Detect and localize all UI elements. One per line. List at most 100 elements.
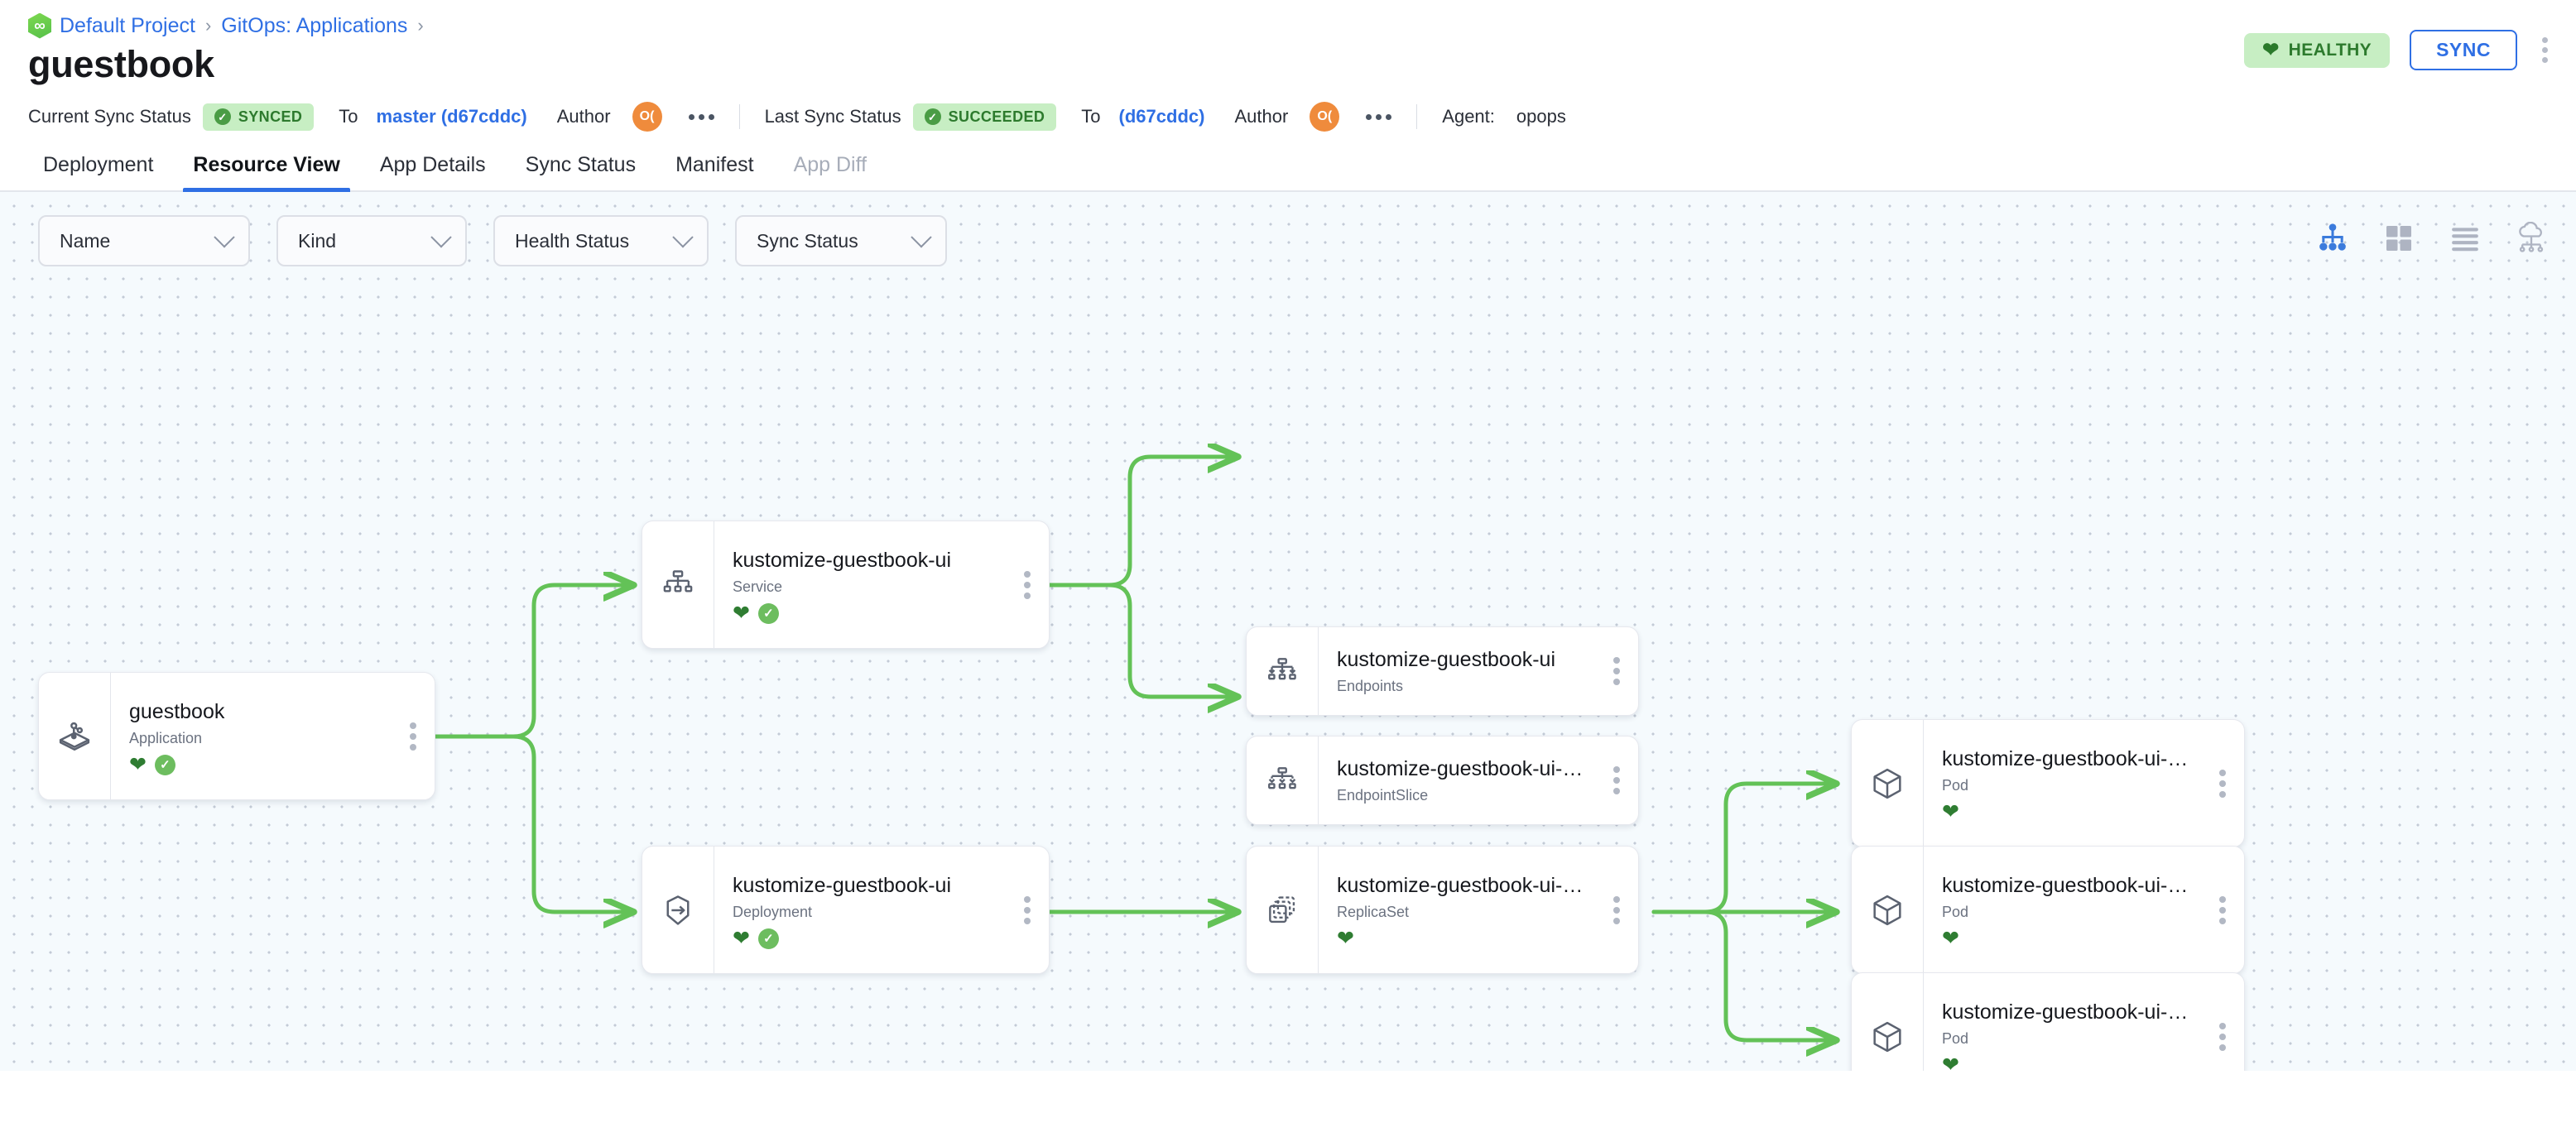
node-overflow-menu-icon[interactable] bbox=[1006, 521, 1049, 648]
current-author-avatar[interactable]: O( bbox=[632, 102, 662, 132]
network-view-icon[interactable] bbox=[2513, 220, 2550, 257]
current-sync-status-badge: ✓ SYNCED bbox=[202, 103, 315, 131]
breadcrumb-item-default-project[interactable]: Default Project bbox=[60, 13, 195, 37]
pod-icon bbox=[1852, 973, 1923, 1071]
application-icon bbox=[39, 673, 110, 799]
graph-node-replicaset[interactable]: kustomize-guestbook-ui-… ReplicaSet ❤ bbox=[1246, 846, 1639, 974]
tab-app-details[interactable]: App Details bbox=[379, 153, 486, 176]
node-name: kustomize-guestbook-ui bbox=[733, 548, 952, 572]
node-kind: Pod bbox=[1942, 903, 1969, 920]
status-strip: Current Sync Status ✓ SYNCED To master (… bbox=[0, 93, 2576, 141]
agent-group: Agent: opops bbox=[1442, 106, 1566, 127]
node-body: kustomize-guestbook-ui Deployment ❤ ✓ bbox=[714, 847, 1006, 973]
node-body: kustomize-guestbook-ui-… ReplicaSet ❤ bbox=[1318, 847, 1595, 973]
tab-deployment[interactable]: Deployment bbox=[43, 153, 154, 176]
node-body: kustomize-guestbook-ui-… Pod ❤ bbox=[1923, 847, 2201, 973]
last-sync-status-badge: ✓ SUCCEEDED bbox=[912, 103, 1057, 131]
node-overflow-menu-icon[interactable] bbox=[1595, 847, 1638, 973]
graph-node-pod-2[interactable]: kustomize-guestbook-ui-… Pod ❤ bbox=[1851, 846, 2245, 974]
node-overflow-menu-icon[interactable] bbox=[1006, 847, 1049, 973]
sync-button[interactable]: SYNC bbox=[2410, 30, 2517, 70]
sync-check-icon: ✓ bbox=[757, 928, 779, 949]
filter-sync-status-label: Sync Status bbox=[757, 229, 858, 252]
agent-label: Agent: bbox=[1442, 106, 1495, 127]
graph-node-pod-1[interactable]: kustomize-guestbook-ui-… Pod ❤ bbox=[1851, 719, 2245, 847]
current-revision-link[interactable]: master (d67cddc) bbox=[376, 106, 527, 127]
chevron-down-icon-2 bbox=[430, 227, 452, 248]
node-badges: ❤ ✓ bbox=[129, 754, 392, 775]
pod-icon bbox=[1852, 720, 1923, 847]
breadcrumb: ∞ Default Project › GitOps: Applications… bbox=[28, 0, 2548, 39]
last-revision-link[interactable]: (d67cddc) bbox=[1118, 106, 1205, 127]
node-overflow-menu-icon[interactable] bbox=[2201, 847, 2244, 973]
filter-name-select[interactable]: Name bbox=[38, 215, 250, 266]
node-badges: ❤ ✓ bbox=[733, 928, 1006, 949]
node-name: kustomize-guestbook-ui-… bbox=[1942, 746, 2189, 770]
health-heart-icon: ❤ bbox=[1942, 799, 1959, 823]
filter-kind-select[interactable]: Kind bbox=[276, 215, 467, 266]
node-body: kustomize-guestbook-ui Service ❤ ✓ bbox=[714, 521, 1006, 648]
tab-app-diff: App Diff bbox=[793, 153, 867, 176]
node-name: kustomize-guestbook-ui-… bbox=[1337, 873, 1584, 897]
tab-resource-view[interactable]: Resource View bbox=[173, 153, 359, 192]
graph-node-service[interactable]: kustomize-guestbook-ui Service ❤ ✓ bbox=[642, 521, 1050, 649]
replicaset-icon bbox=[1247, 847, 1318, 973]
status-divider bbox=[738, 104, 740, 129]
current-sync-overflow-menu-icon[interactable] bbox=[688, 113, 714, 120]
graph-node-endpointslice[interactable]: kustomize-guestbook-ui-… EndpointSlice bbox=[1246, 736, 1639, 825]
tab-sync-status[interactable]: Sync Status bbox=[525, 153, 637, 176]
grid-view-icon[interactable] bbox=[2381, 220, 2417, 257]
heart-icon: ❤ bbox=[2262, 38, 2280, 61]
graph-node-pod-3[interactable]: kustomize-guestbook-ui-… Pod ❤ bbox=[1851, 972, 2245, 1071]
node-body: kustomize-guestbook-ui Endpoints bbox=[1318, 627, 1595, 715]
graph-node-application[interactable]: guestbook Application ❤ ✓ bbox=[38, 672, 435, 800]
breadcrumb-separator-icon-2: › bbox=[417, 15, 424, 36]
status-badge-healthy: ❤ HEALTHY bbox=[2244, 32, 2391, 68]
node-name: kustomize-guestbook-ui-… bbox=[1942, 1000, 2189, 1024]
last-sync-overflow-menu-icon[interactable] bbox=[1366, 113, 1392, 120]
resource-graph-canvas[interactable]: Name Kind Health Status Sync Status bbox=[0, 192, 2576, 1071]
filter-name-label: Name bbox=[60, 229, 111, 252]
node-name: guestbook bbox=[129, 699, 225, 723]
breadcrumb-item-gitops-applications[interactable]: GitOps: Applications bbox=[221, 13, 408, 37]
node-kind: Application bbox=[129, 729, 203, 746]
node-kind: Deployment bbox=[733, 903, 813, 920]
health-heart-icon: ❤ bbox=[129, 752, 147, 776]
node-overflow-menu-icon[interactable] bbox=[1595, 736, 1638, 824]
graph-node-endpoints[interactable]: kustomize-guestbook-ui Endpoints bbox=[1246, 626, 1639, 716]
node-overflow-menu-icon[interactable] bbox=[2201, 720, 2244, 847]
view-toggle-group bbox=[2314, 220, 2550, 257]
health-heart-icon: ❤ bbox=[733, 926, 750, 950]
header-actions: ❤ HEALTHY SYNC bbox=[2244, 30, 2553, 70]
sync-check-icon: ✓ bbox=[757, 602, 779, 624]
node-body: kustomize-guestbook-ui-… EndpointSlice bbox=[1318, 736, 1595, 824]
endpoints-icon bbox=[1247, 627, 1318, 715]
node-overflow-menu-icon[interactable] bbox=[1595, 627, 1638, 715]
tab-bar: Deployment Resource View App Details Syn… bbox=[0, 141, 2576, 192]
breadcrumb-separator-icon: › bbox=[204, 15, 212, 36]
last-to-label: To bbox=[1081, 106, 1101, 127]
last-author-label: Author bbox=[1234, 106, 1289, 127]
check-circle-icon: ✓ bbox=[214, 108, 231, 125]
filter-row: Name Kind Health Status Sync Status bbox=[38, 215, 947, 266]
page-title: guestbook bbox=[28, 43, 214, 85]
tree-view-icon[interactable] bbox=[2314, 220, 2351, 257]
filter-health-status-select[interactable]: Health Status bbox=[493, 215, 709, 266]
list-view-icon[interactable] bbox=[2447, 220, 2483, 257]
node-name: kustomize-guestbook-ui bbox=[1337, 647, 1556, 671]
pod-icon bbox=[1852, 847, 1923, 973]
node-kind: ReplicaSet bbox=[1337, 903, 1410, 920]
filter-sync-status-select[interactable]: Sync Status bbox=[735, 215, 947, 266]
filter-health-status-label: Health Status bbox=[515, 229, 630, 252]
node-badges: ❤ ✓ bbox=[733, 602, 1006, 624]
health-heart-icon: ❤ bbox=[1942, 926, 1959, 950]
node-overflow-menu-icon[interactable] bbox=[2201, 973, 2244, 1071]
tab-manifest[interactable]: Manifest bbox=[675, 153, 754, 176]
last-sync-status-group: Last Sync Status ✓ SUCCEEDED To (d67cddc… bbox=[765, 102, 1392, 132]
header-overflow-menu-icon[interactable] bbox=[2537, 34, 2553, 66]
graph-node-deployment[interactable]: kustomize-guestbook-ui Deployment ❤ ✓ bbox=[642, 846, 1050, 974]
node-badges: ❤ bbox=[1942, 1054, 2201, 1071]
node-overflow-menu-icon[interactable] bbox=[392, 673, 435, 799]
current-sync-status-group: Current Sync Status ✓ SYNCED To master (… bbox=[28, 102, 714, 132]
last-author-avatar[interactable]: O( bbox=[1310, 102, 1340, 132]
